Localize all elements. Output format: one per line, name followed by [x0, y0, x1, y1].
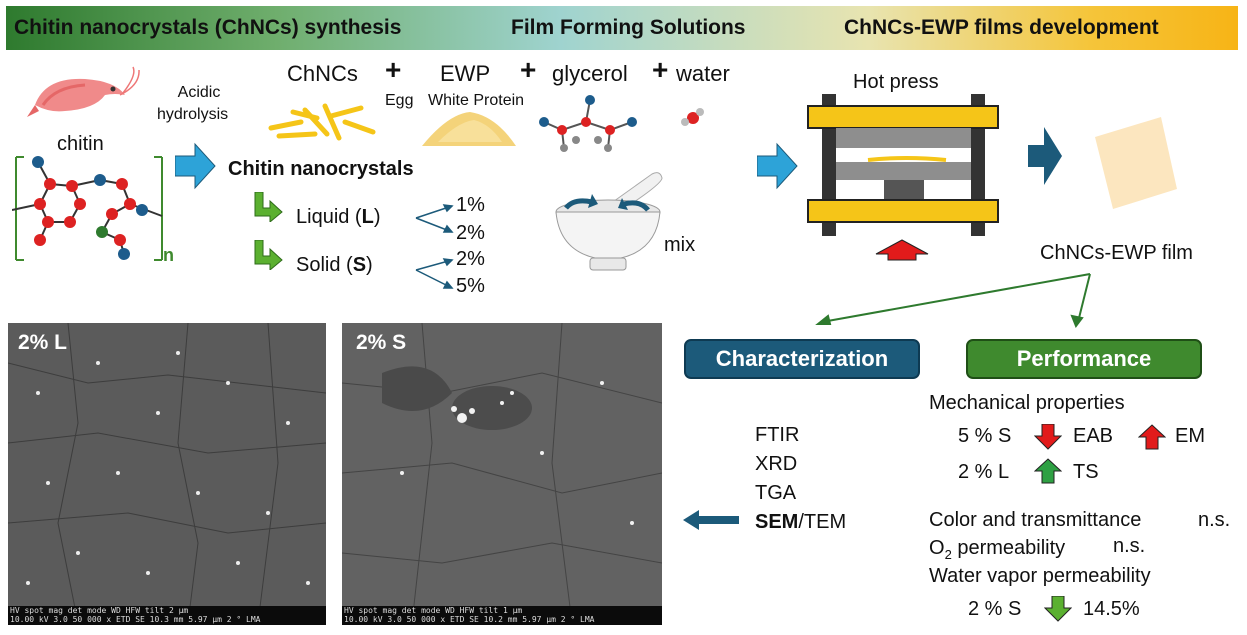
row3-lead: 2 % S [968, 598, 1022, 620]
header-banner: Chitin nanocrystals (ChNCs) synthesis Fi… [6, 6, 1238, 50]
hot-press-icon [807, 94, 999, 261]
sem-texture [342, 323, 662, 625]
sem-info-line: HV spot mag det mode WD HFW tilt 1 µm [344, 606, 523, 615]
mechanical-label: Mechanical properties [929, 392, 1125, 414]
film-icon [1095, 117, 1177, 209]
sem-image-liquid: 2% L HV spot mag det mode WD HFW tilt 2 … [8, 323, 326, 625]
sem-info-bar: HV spot mag det mode WD HFW tilt 1 µm 10… [342, 606, 662, 625]
solid-opt-1: 2% [456, 248, 485, 270]
method-tga: TGA [755, 482, 797, 504]
formula-glycerol: glycerol [552, 61, 628, 86]
sem-info-line: HV spot mag det mode WD HFW tilt 2 µm [10, 606, 189, 615]
glycerol-molecule-icon [539, 95, 637, 152]
split-arrows [815, 273, 1091, 329]
liquid-opt-1: 1% [456, 194, 485, 216]
liquid-label: Liquid (L) [296, 206, 381, 228]
nanocrystals-icon [268, 103, 376, 141]
powder-icon [422, 112, 516, 146]
film-label: ChNCs-EWP film [1040, 242, 1193, 264]
o2-label: O2 permeability [929, 537, 1066, 562]
plus-sign: + [652, 54, 669, 85]
down-arrow-icon [1044, 596, 1072, 622]
row1-lead: 5 % S [958, 425, 1012, 447]
performance-box: Performance [966, 339, 1202, 379]
down-arrow-icon [1034, 424, 1062, 450]
egg-label: Egg [385, 92, 414, 109]
mix-label: mix [664, 234, 696, 256]
characterization-box: Characterization [684, 339, 920, 379]
sem-image-solid: 2% S HV spot mag det mode WD HFW tilt 1 … [342, 323, 662, 625]
wvp-label: Water vapor permeability [929, 565, 1151, 587]
water-molecule-icon [681, 108, 704, 126]
method-xrd: XRD [755, 453, 798, 475]
ns-1: n.s. [1198, 509, 1231, 531]
chitin-label: chitin [57, 133, 104, 155]
formula-chncs: ChNCs [287, 61, 358, 86]
header-film-forming: Film Forming Solutions [511, 16, 746, 39]
row1-em: EM [1175, 425, 1205, 447]
header-films-development: ChNCs-EWP films development [844, 16, 1159, 39]
row1-eab: EAB [1073, 425, 1114, 447]
chnc-title: Chitin nanocrystals [228, 158, 414, 180]
sem-texture [8, 323, 326, 625]
bent-arrow-icon [254, 192, 283, 222]
sem-info-line: 10.00 kV 3.0 50 000 x ETD SE 10.3 mm 5.9… [10, 615, 261, 624]
liquid-opt-2: 2% [456, 222, 485, 244]
sem-info-line: 10.00 kV 3.0 50 000 x ETD SE 10.2 mm 5.9… [344, 615, 595, 624]
header-synthesis: Chitin nanocrystals (ChNCs) synthesis [14, 16, 402, 39]
plus-sign: + [520, 54, 537, 85]
up-arrow-icon [1034, 458, 1062, 484]
sem-label: 2% L [18, 331, 68, 354]
hydrolysis-label: hydrolysis [157, 106, 229, 123]
chitin-molecule-icon [12, 156, 163, 261]
subscript-n: n [163, 245, 174, 265]
row2-ts: TS [1073, 461, 1099, 483]
acidic-label: Acidic [177, 84, 221, 101]
bent-arrow-icon [254, 240, 283, 270]
plus-sign: + [385, 54, 402, 85]
blue-arrow-icon [757, 142, 798, 190]
formula-water: water [676, 61, 730, 86]
mortar-pestle-icon [555, 172, 663, 271]
branch-arrows [415, 204, 454, 289]
white-protein-label: White Protein [428, 92, 525, 109]
shrimp-icon [27, 66, 140, 117]
up-arrow-icon [1138, 424, 1166, 450]
method-ftir: FTIR [755, 424, 800, 446]
sem-label: 2% S [356, 331, 407, 354]
blue-arrow-icon [175, 142, 216, 190]
ns-2: n.s. [1113, 535, 1146, 557]
solid-opt-2: 5% [456, 275, 485, 297]
left-arrow-icon [683, 510, 739, 530]
sem-info-bar: HV spot mag det mode WD HFW tilt 2 µm 10… [8, 606, 326, 625]
dark-arrow-icon [1028, 127, 1062, 185]
hot-press-label: Hot press [853, 71, 939, 93]
solid-label: Solid (S) [296, 254, 373, 276]
color-label: Color and transmittance [929, 509, 1142, 531]
row2-lead: 2 % L [958, 461, 1010, 483]
row3-value: 14.5% [1083, 598, 1140, 620]
method-sem-tem: SEM/TEM [755, 511, 847, 533]
formula-ewp: EWP [440, 61, 491, 86]
